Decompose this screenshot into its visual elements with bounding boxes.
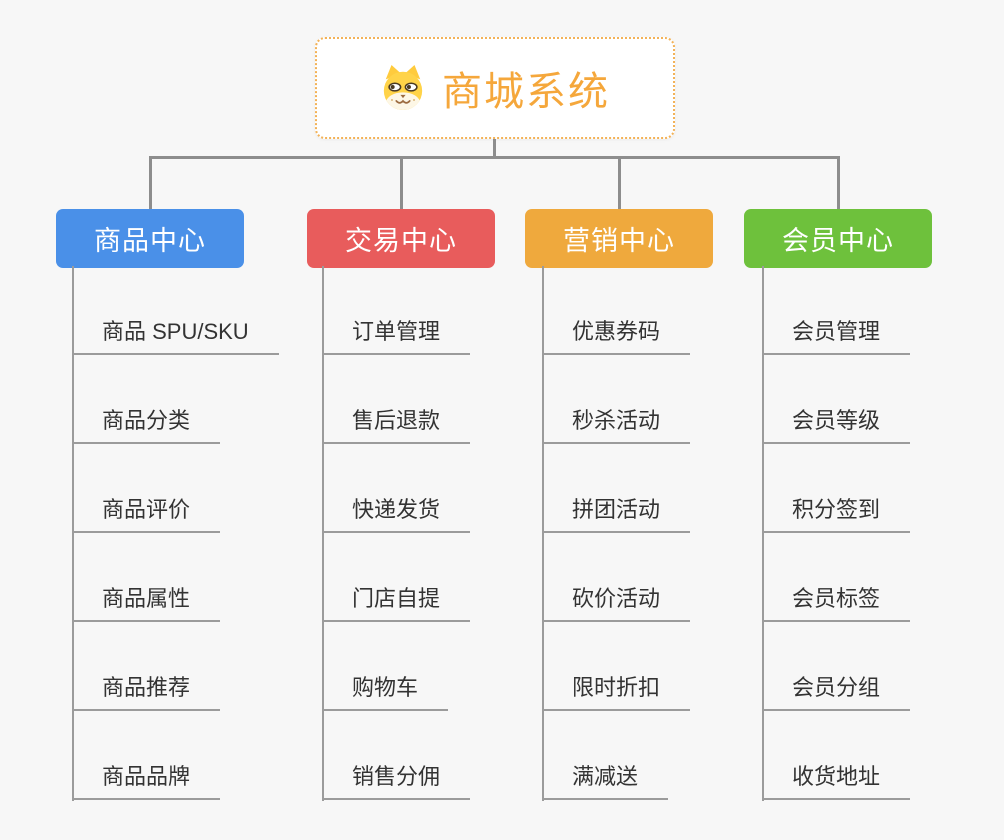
leaf-node[interactable]: 购物车 [322, 671, 449, 711]
leaf-node[interactable]: 限时折扣 [542, 671, 691, 711]
leaf-node[interactable]: 商品 SPU/SKU [72, 315, 279, 355]
leaf-node[interactable]: 会员等级 [762, 404, 911, 444]
leaf-node[interactable]: 会员标签 [762, 582, 911, 622]
leaf-node[interactable]: 销售分佣 [322, 760, 471, 800]
connector-branch-stub [400, 156, 403, 210]
branch-header-1[interactable]: 商品中心 [56, 209, 244, 268]
leaf-node[interactable]: 优惠券码 [542, 315, 691, 355]
connector-branch-stub [618, 156, 621, 210]
branch-header-4[interactable]: 会员中心 [744, 209, 932, 268]
leaf-node[interactable]: 满减送 [542, 760, 669, 800]
leaf-node[interactable]: 商品推荐 [72, 671, 221, 711]
leaf-node[interactable]: 拼团活动 [542, 493, 691, 533]
leaf-node[interactable]: 会员管理 [762, 315, 911, 355]
branch-header-2[interactable]: 交易中心 [307, 209, 495, 268]
connector-column-line [72, 266, 74, 801]
leaf-node[interactable]: 快递发货 [322, 493, 471, 533]
leaf-node[interactable]: 售后退款 [322, 404, 471, 444]
dog-face-icon [383, 65, 423, 111]
leaf-node[interactable]: 砍价活动 [542, 582, 691, 622]
leaf-node[interactable]: 商品评价 [72, 493, 221, 533]
leaf-node[interactable]: 积分签到 [762, 493, 911, 533]
connector-root-stub [493, 139, 496, 158]
leaf-node[interactable]: 收货地址 [762, 760, 911, 800]
leaf-node[interactable]: 门店自提 [322, 582, 471, 622]
connector-column-line [762, 266, 764, 801]
branch-header-3[interactable]: 营销中心 [525, 209, 713, 268]
connector-branch-stub [149, 156, 152, 210]
connector-column-line [542, 266, 544, 801]
leaf-node[interactable]: 会员分组 [762, 671, 911, 711]
leaf-node[interactable]: 商品品牌 [72, 760, 221, 800]
leaf-node[interactable]: 订单管理 [322, 315, 471, 355]
connector-column-line [322, 266, 324, 801]
leaf-node[interactable]: 商品分类 [72, 404, 221, 444]
root-title: 商城系统 [442, 70, 610, 114]
connector-branch-stub [837, 156, 840, 210]
root-node[interactable]: 商城系统 [315, 37, 675, 139]
leaf-node[interactable]: 秒杀活动 [542, 404, 691, 444]
leaf-node[interactable]: 商品属性 [72, 582, 221, 622]
connector-trunk [149, 156, 839, 159]
